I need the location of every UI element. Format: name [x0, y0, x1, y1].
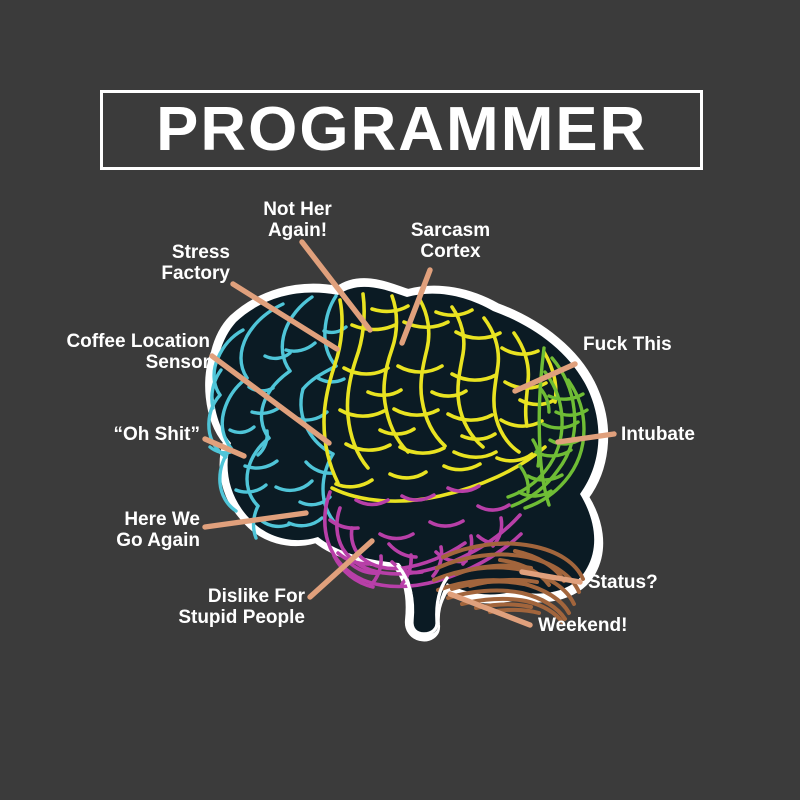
leader-line-intubate: [555, 431, 617, 445]
leader-line-dislike-stupid: [307, 538, 375, 600]
label-coffee-location-sensor: Coffee Location Sensor: [66, 331, 210, 374]
leader-line-here-we-go-again: [202, 510, 309, 530]
label-oh-shit: “Oh Shit”: [113, 424, 200, 445]
label-dislike-for-stupid-people: Dislike For Stupid People: [178, 586, 305, 629]
leader-line-coffee-sensor: [209, 353, 332, 446]
frontal-lobe-region: [207, 294, 348, 540]
leader-line-sarcasm-cortex: [399, 267, 433, 346]
leader-line-fuck-this: [512, 361, 578, 394]
label-intubate: Intubate: [621, 424, 695, 445]
label-status: Status?: [588, 572, 658, 593]
temporal-lobe-region: [323, 484, 523, 589]
label-fuck-this: Fuck This: [583, 334, 672, 355]
label-sarcasm-cortex: Sarcasm Cortex: [410, 220, 491, 263]
title-box: PROGRAMMER: [100, 90, 703, 170]
leader-line-weekend: [447, 591, 533, 628]
leader-lines: [202, 239, 617, 628]
leader-line-oh-shit: [202, 436, 247, 459]
brain-outline: [205, 278, 609, 642]
cerebellum-region: [432, 541, 585, 624]
leader-line-status: [519, 569, 583, 585]
label-weekend: Weekend!: [538, 615, 628, 636]
occipital-lobe-region: [506, 346, 589, 510]
brainstem-region: [396, 564, 449, 636]
page-title: PROGRAMMER: [155, 95, 648, 164]
parietal-lobe-region: [322, 292, 558, 503]
label-stress-factory: Stress Factory: [161, 242, 230, 285]
leader-line-stress-factory: [230, 281, 340, 352]
brain-fill: [213, 286, 599, 635]
leader-line-not-her-again: [299, 239, 373, 333]
label-here-we-go-again: Here We Go Again: [116, 509, 200, 552]
label-not-her-again: Not Her Again!: [263, 199, 332, 242]
